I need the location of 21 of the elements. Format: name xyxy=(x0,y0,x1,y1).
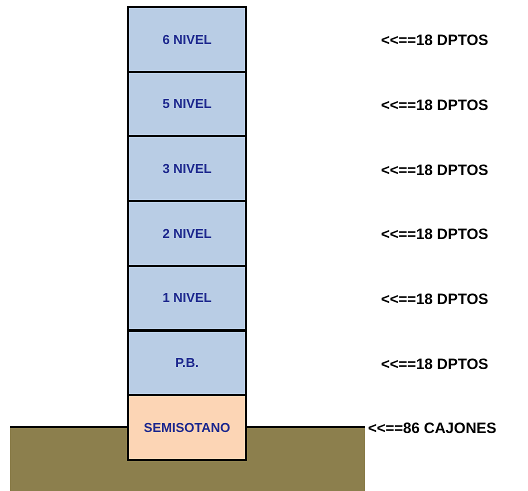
floor-label: 3 NIVEL xyxy=(162,160,212,178)
floor-label: SEMISOTANO xyxy=(144,418,230,437)
floor-box xyxy=(127,330,247,396)
floor-box xyxy=(127,6,247,73)
unit-count-label: <<==18 DPTOS xyxy=(381,160,488,181)
floor-box xyxy=(127,135,247,202)
unit-count-label: <<==18 DPTOS xyxy=(381,31,488,52)
floor-box xyxy=(127,70,247,138)
floor-label: P.B. xyxy=(175,354,199,372)
floor-label: 6 NIVEL xyxy=(162,30,212,49)
floor-box xyxy=(127,264,247,332)
floor-box xyxy=(127,200,247,267)
floor-label: 2 NIVEL xyxy=(162,224,212,243)
unit-count-label: <<==18 DPTOS xyxy=(381,354,488,375)
unit-count-label: <<==18 DPTOS xyxy=(381,225,488,246)
floor-label: 1 NIVEL xyxy=(162,289,212,308)
unit-count-label: <<==18 DPTOS xyxy=(381,290,488,310)
unit-count-label: <<==18 DPTOS xyxy=(381,96,488,116)
floor-label: 5 NIVEL xyxy=(162,95,212,114)
unit-count-label: <<==86 CAJONES xyxy=(368,419,496,439)
basement-box xyxy=(127,394,247,461)
